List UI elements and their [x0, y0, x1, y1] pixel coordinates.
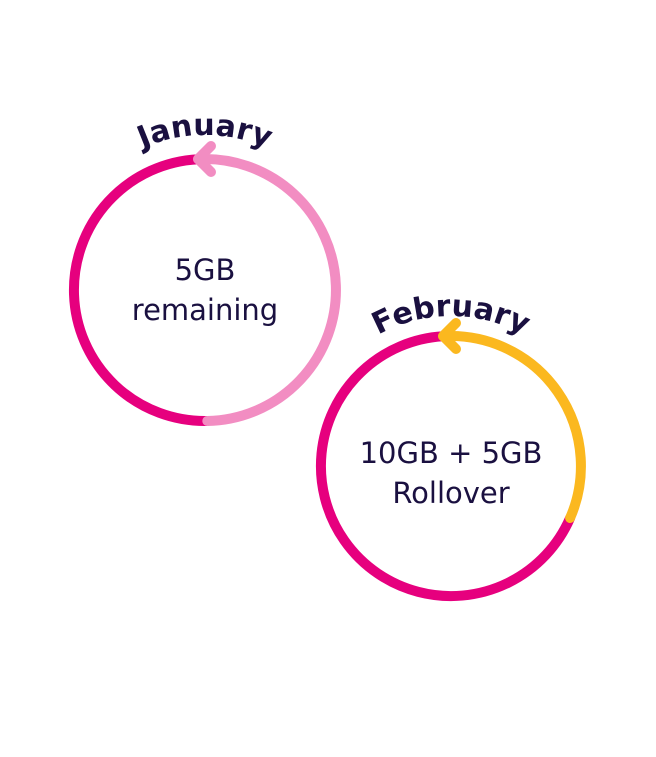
january-cycle: January 5GB remaining: [68, 108, 341, 427]
arrow-left-icon: [193, 141, 216, 177]
january-caption: remaining: [132, 293, 278, 327]
february-amount: 10GB + 5GB: [360, 436, 543, 470]
february-base-arc: [315, 331, 576, 602]
january-used-arc: [68, 154, 213, 427]
february-rollover-arc: [438, 331, 586, 523]
january-amount: 5GB: [175, 253, 236, 287]
arrow-left-icon: [438, 318, 461, 354]
february-cycle: February 10GB + 5GB Rollover: [315, 289, 586, 602]
january-remaining-arc: [193, 154, 341, 426]
february-caption: Rollover: [392, 476, 509, 510]
